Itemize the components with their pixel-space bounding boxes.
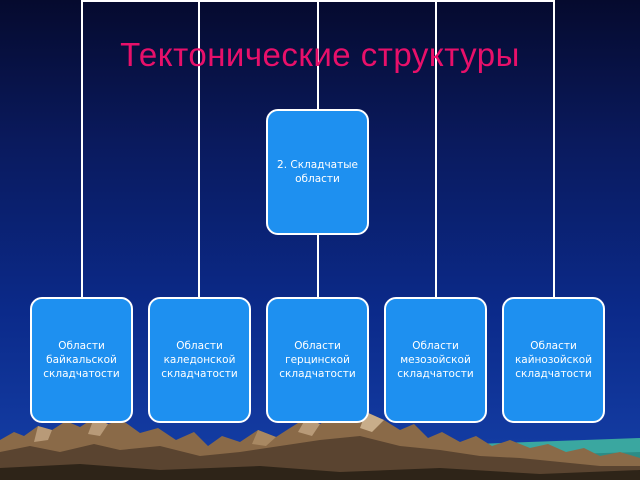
- node-mesozoic-folding: Области мезозойской складчатости: [384, 297, 487, 423]
- node-hercynian-folding: Области герцинской складчатости: [266, 297, 369, 423]
- slide-title: Тектонические структуры: [120, 36, 520, 73]
- node-baikal-folding: Области байкальской складчатости: [30, 297, 133, 423]
- root-node-folded-regions: 2. Складчатые области: [266, 109, 369, 235]
- node-caledonian-folding: Области каледонской складчатости: [148, 297, 251, 423]
- node-cenozoic-folding: Области кайнозойской складчатости: [502, 297, 605, 423]
